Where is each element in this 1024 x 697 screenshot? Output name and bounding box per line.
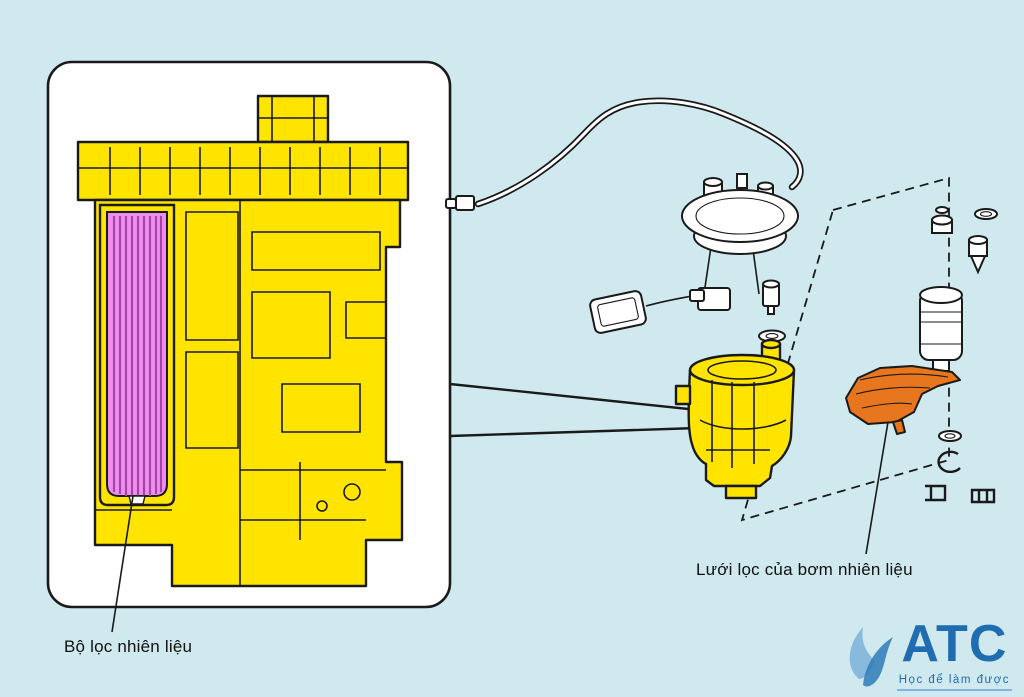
fuel-pump-plate-assembly <box>681 173 799 343</box>
pump-module-top-flange <box>688 353 796 387</box>
filter-top-cap <box>256 94 330 144</box>
plug-top <box>968 235 988 245</box>
o-ring <box>974 208 998 220</box>
atc-logo-text: ATC <box>901 615 1008 673</box>
grommet <box>938 430 962 442</box>
tube-end-nipple <box>445 198 457 209</box>
sender-wire <box>645 295 693 307</box>
plate-fitting-left-cap <box>703 177 723 187</box>
plate-disc-inner-ring <box>695 197 785 235</box>
sealing-washer-hole <box>765 333 779 339</box>
mount-clip-left <box>925 484 947 502</box>
grommet-hole <box>944 433 956 439</box>
filter-internal-details <box>95 200 387 586</box>
filter-upper-band-details <box>78 147 408 195</box>
pressure-valve-cap <box>762 279 780 289</box>
fuel-pump-unit <box>919 286 963 379</box>
sender-wire-connector <box>689 289 705 302</box>
sender-module-face <box>597 297 639 327</box>
sender-module-body <box>589 290 647 334</box>
filter-element-pleats <box>112 216 163 496</box>
atc-logo-tagline: Học để làm được <box>896 672 1012 691</box>
callout-wedge <box>449 382 699 438</box>
small-parts <box>919 206 998 504</box>
pump-unit-dome <box>919 286 963 304</box>
fuel-pump-module <box>674 338 796 500</box>
plate-fitting-right-cap <box>757 181 774 191</box>
fuel-filter-assembly-drawing <box>76 94 410 588</box>
fuel-filter-leader-line <box>111 495 134 633</box>
cap-pin <box>935 206 949 214</box>
pump-inlet-cap <box>760 338 782 350</box>
filter-chamber-outline <box>98 203 176 507</box>
pressure-valve-tip <box>767 305 775 315</box>
atc-logo: ATC Học để làm được <box>833 617 1012 691</box>
pump-module-bottom-tab <box>724 484 758 500</box>
strainer-mesh-lines <box>855 373 949 409</box>
filter-main-body <box>93 198 404 588</box>
plate-fitting-mid <box>736 173 748 189</box>
pump-strainer <box>845 365 961 435</box>
filter-upper-band <box>76 140 410 202</box>
pump-module-left-lug <box>674 384 692 406</box>
tube-end-fitting <box>455 195 475 211</box>
strainer-body <box>845 365 961 425</box>
atc-logo-glyph <box>849 627 893 687</box>
fuel-feed-tube <box>445 97 804 211</box>
strainer-spout <box>892 419 906 435</box>
cap-top <box>931 214 953 226</box>
strainer-leader-line <box>865 421 889 555</box>
pump-strainer-label: Lưới lọc của bơm nhiên liệu <box>696 560 913 579</box>
c-ring-clip <box>937 450 961 474</box>
pump-module-body <box>687 368 796 488</box>
plug-tip <box>969 255 987 275</box>
o-ring-hole <box>979 211 993 217</box>
pump-module-details <box>699 380 787 468</box>
pump-module-top-bore <box>707 360 777 380</box>
mount-clip-right <box>970 488 996 504</box>
filter-top-cap-details <box>258 96 328 142</box>
fuel-filter-label: Bộ lọc nhiên liệu <box>64 637 193 656</box>
fuel-sender-module <box>589 290 647 334</box>
